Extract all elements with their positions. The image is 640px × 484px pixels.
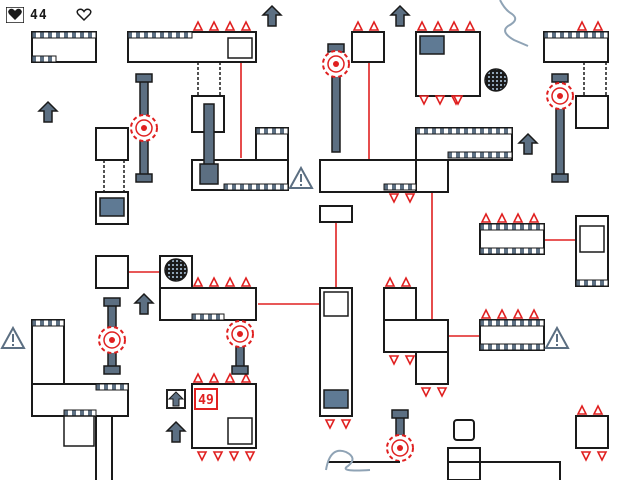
control-panels (227, 37, 605, 445)
crates (63, 415, 95, 447)
chains (103, 62, 607, 192)
timer-up-button[interactable] (166, 389, 186, 409)
heart-icon (6, 7, 24, 23)
wires (128, 60, 576, 337)
platforms (31, 31, 609, 481)
monitors (99, 35, 445, 409)
rails (95, 416, 561, 480)
heart-outline-icon (76, 8, 92, 22)
vent-fans (164, 68, 508, 282)
lives-counter: 44 (30, 7, 48, 23)
countdown-display: 49 (194, 388, 218, 410)
hazard-trims (31, 31, 609, 417)
up-arrow-icon (167, 391, 185, 407)
cable-swirls (325, 0, 529, 472)
hud: 44 (6, 6, 92, 24)
